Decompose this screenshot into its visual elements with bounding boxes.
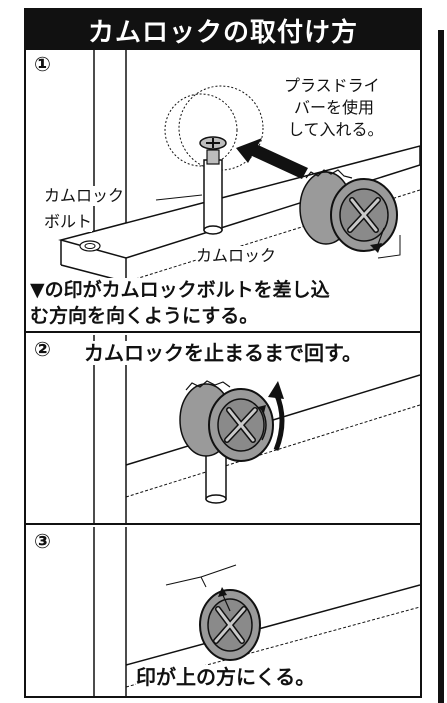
step-1-illustration [58,50,420,283]
step-1-panel: ① プラスドライ バーを使用 して入れる。 カムロック ボルト カムロック ▼の… [26,50,420,333]
driver-note-line-1: プラスドライ [284,76,380,95]
cam-lock [299,169,401,259]
screw-head-icon [206,138,220,148]
cam-lock-final [199,587,261,661]
step-1-number: ① [32,52,53,76]
bolt-label-line-1: カムロック [44,186,125,206]
page-title: カムロックの取付け方 [26,10,420,50]
instruction-sheet: カムロックの取付け方 [24,8,422,698]
triangle-mark-icon [370,243,382,253]
triangle-mark-icon [258,405,266,413]
step-1-caption-line-2: む方向を向くようにする。 [30,304,259,328]
step-3-caption: 印が上の方にくる。 [136,665,316,689]
cam-lock-bolt [199,136,227,235]
step-3-panel: ③ 印が上の方にくる。 [26,527,420,696]
step-2-illustration [93,335,420,523]
bolt-label-line-2: ボルト [44,212,93,232]
insert-arrow-icon [236,138,308,179]
step-1-caption-line-1: ▼の印がカムロックボルトを差し込 [30,278,330,302]
step-3-illustration [93,527,420,696]
triangle-mark-icon [218,587,227,597]
step-3-number: ③ [32,529,53,553]
driver-note-line-3: して入れる。 [288,120,384,139]
driver-note-line-2: バーを使用 [294,98,375,117]
cam-lock-rotating [179,380,274,462]
step-2-caption: カムロックを止まるまで回す。 [84,341,362,365]
step-2-panel: ② カムロックを止まるまで回す。 [26,335,420,525]
cam-label: カムロック [196,246,277,266]
rotate-arrow-icon [268,381,285,451]
step-2-number: ② [32,337,53,361]
page-edge-bar [438,30,444,703]
